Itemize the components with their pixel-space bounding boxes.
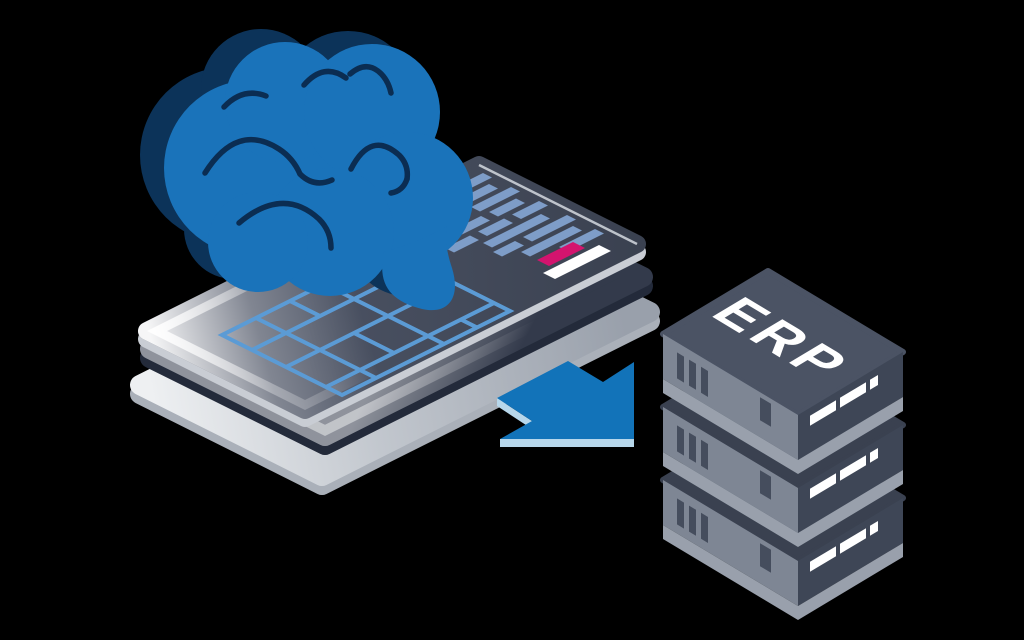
accent-bar-white — [543, 245, 611, 279]
brain-cloud-icon — [140, 29, 473, 311]
speech-tail — [382, 226, 455, 311]
arrow-edges — [497, 398, 634, 447]
server-slits — [810, 520, 878, 572]
server-slits — [810, 374, 878, 426]
glass-edge-line — [478, 163, 638, 246]
server-slits — [810, 447, 878, 499]
server-left-face — [663, 334, 798, 460]
server-left-face — [663, 480, 798, 606]
server-left-face — [663, 407, 798, 533]
server-left-base — [663, 452, 798, 547]
brain-folds — [202, 63, 411, 251]
server-vents — [677, 352, 771, 427]
transfer-arrow-icon — [497, 361, 634, 447]
server-unit-1: ERP — [660, 268, 906, 474]
accent-bar-magenta — [537, 242, 585, 266]
server-right-base — [798, 543, 903, 620]
server-right-base — [798, 397, 903, 474]
server-vents — [677, 425, 771, 500]
server-left-base — [663, 379, 798, 474]
erp-server-stack: ERP — [660, 268, 906, 620]
server-right-base — [798, 470, 903, 547]
server-vents — [677, 498, 771, 573]
server-left-base — [663, 525, 798, 620]
arrow-face — [497, 361, 634, 439]
